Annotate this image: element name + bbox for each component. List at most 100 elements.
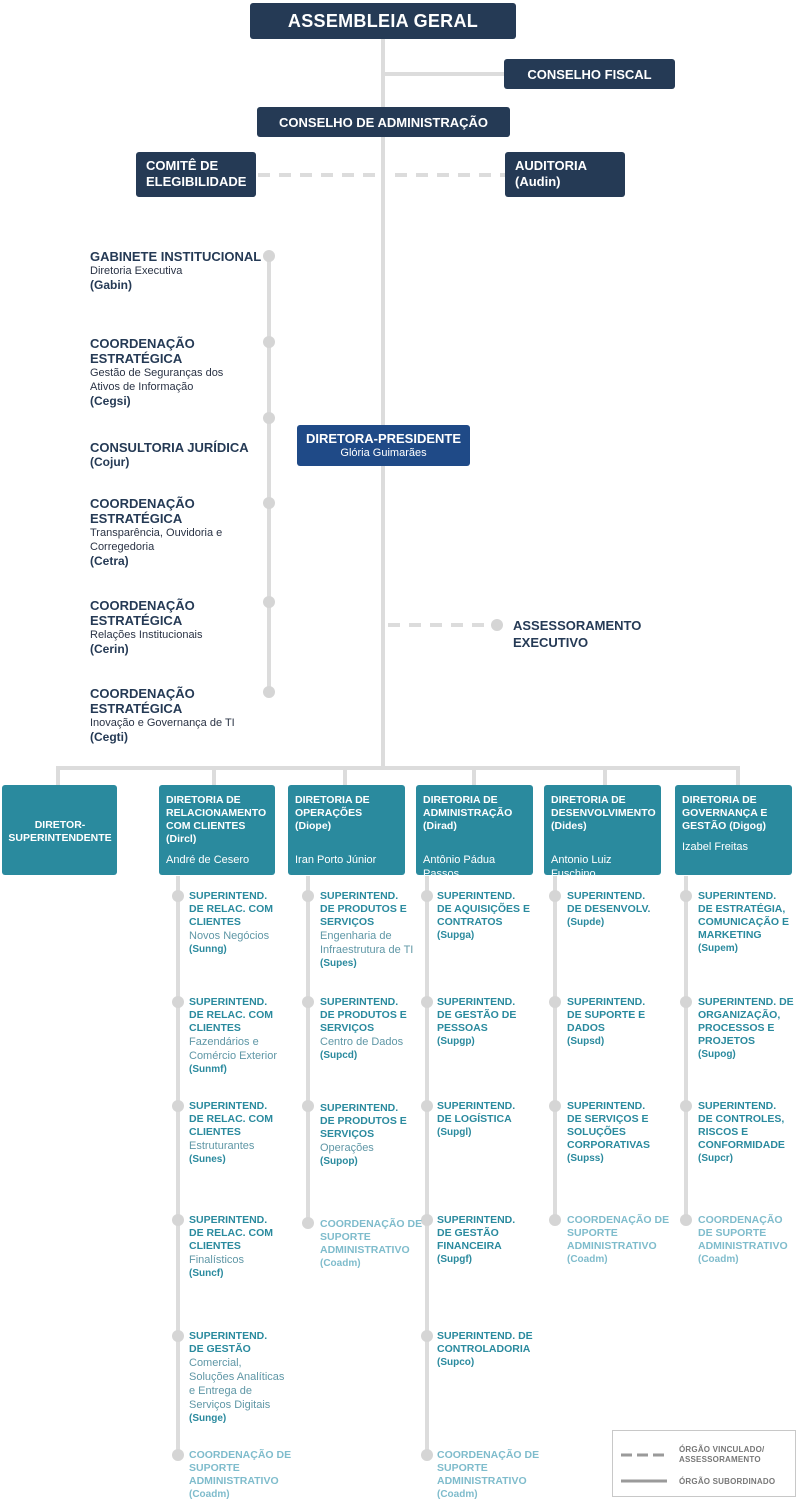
unit-title: COORDENAÇÃO ESTRATÉGICA bbox=[90, 496, 195, 526]
assembleia-geral-box[interactable]: ASSEMBLEIA GERAL bbox=[250, 3, 516, 39]
box-title: DIRETORIA DE OPERAÇÕES (Diope) bbox=[295, 794, 370, 832]
unit-acronym: (Gabin) bbox=[90, 278, 132, 292]
unit-acronym: (Sunng) bbox=[189, 944, 227, 955]
unit-subtitle: Transparência, Ouvidoria e Corregedoria bbox=[90, 527, 223, 553]
side-unit-cerin[interactable]: COORDENAÇÃO ESTRATÉGICA Relações Institu… bbox=[90, 598, 270, 657]
comite-elegibilidade-box[interactable]: COMITÊ DE ELEGIBILIDADE bbox=[136, 152, 256, 197]
directorate-dides[interactable]: DIRETORIA DE DESENVOLVIMENTO (Dides) Ant… bbox=[544, 785, 661, 880]
unit-supop[interactable]: SUPERINTEND. DE PRODUTOS E SERVIÇOS Oper… bbox=[320, 1102, 432, 1169]
unit-supco[interactable]: SUPERINTEND. DE CONTROLADORIA (Supco) bbox=[437, 1330, 549, 1370]
unit-title: COORDENAÇÃO ESTRATÉGICA bbox=[90, 598, 195, 628]
side-unit-cegti[interactable]: COORDENAÇÃO ESTRATÉGICA Inovação e Gover… bbox=[90, 686, 270, 745]
unit-supde[interactable]: SUPERINTEND. DE DESENVOLV. (Supde) bbox=[567, 890, 679, 930]
unit-supga[interactable]: SUPERINTEND. DE AQUISIÇÕES E CONTRATOS (… bbox=[437, 890, 549, 943]
legend-line-samples bbox=[621, 1453, 667, 1483]
legend-dashed-label: ÓRGÃO VINCULADO/ ASSESSORAMENTO bbox=[679, 1445, 765, 1464]
unit-subtitle: Centro de Dados bbox=[320, 1036, 404, 1048]
unit-subtitle: Novos Negócios bbox=[189, 930, 270, 942]
unit-supgl[interactable]: SUPERINTEND. DE LOGÍSTICA (Supgl) bbox=[437, 1100, 549, 1140]
unit-supes[interactable]: SUPERINTEND. DE PRODUTOS E SERVIÇOS Enge… bbox=[320, 890, 432, 971]
unit-acronym: (Supde) bbox=[567, 917, 605, 928]
assessoramento-executivo[interactable]: ASSESSORAMENTO EXECUTIVO bbox=[513, 618, 642, 650]
director-name: Iran Porto Júnior bbox=[295, 854, 377, 866]
unit-title: SUPERINTEND. DE PRODUTOS E SERVIÇOS bbox=[320, 1102, 407, 1140]
unit-acronym: (Coadm) bbox=[437, 1489, 478, 1500]
unit-title: SUPERINTEND. DE CONTROLES, RISCOS E CONF… bbox=[698, 1100, 785, 1151]
unit-supem[interactable]: SUPERINTEND. DE ESTRATÉGIA, COMUNICAÇÃO … bbox=[698, 890, 798, 956]
unit-acronym: (Supcr) bbox=[698, 1153, 733, 1164]
conselho-fiscal-box[interactable]: CONSELHO FISCAL bbox=[504, 59, 675, 89]
unit-acronym: (Sunmf) bbox=[189, 1064, 227, 1075]
unit-acronym: (Cegsi) bbox=[90, 394, 131, 408]
directorate-diope[interactable]: DIRETORIA DE OPERAÇÕES (Diope) Iran Port… bbox=[288, 785, 405, 875]
unit-coadm-dides[interactable]: COORDENAÇÃO DE SUPORTE ADMINISTRATIVO (C… bbox=[567, 1214, 679, 1267]
unit-title: SUPERINTEND. DE RELAC. COM CLIENTES bbox=[189, 1214, 273, 1252]
directorate-digog[interactable]: DIRETORIA DE GOVERNANÇA E GESTÃO (Digog)… bbox=[675, 785, 792, 875]
directorate-dirad[interactable]: DIRETORIA DE ADMINISTRAÇÃO (Dirad) Antôn… bbox=[416, 785, 533, 880]
unit-supgp[interactable]: SUPERINTEND. DE GESTÃO DE PESSOAS (Supgp… bbox=[437, 996, 549, 1049]
unit-acronym: (Supss) bbox=[567, 1153, 604, 1164]
side-unit-gabin[interactable]: GABINETE INSTITUCIONAL Diretoria Executi… bbox=[90, 249, 270, 293]
unit-sunes[interactable]: SUPERINTEND. DE RELAC. COM CLIENTES Estr… bbox=[189, 1100, 301, 1167]
president-title: DIRETORA-PRESIDENTE bbox=[305, 431, 462, 446]
unit-acronym: (Coadm) bbox=[567, 1254, 608, 1265]
unit-coadm-dirad[interactable]: COORDENAÇÃO DE SUPORTE ADMINISTRATIVO (C… bbox=[437, 1449, 549, 1502]
unit-coadm-digog[interactable]: COORDENAÇÃO DE SUPORTE ADMINISTRATIVO (C… bbox=[698, 1214, 798, 1267]
unit-sunge[interactable]: SUPERINTEND. DE GESTÃO Comercial, Soluçõ… bbox=[189, 1330, 301, 1426]
unit-supss[interactable]: SUPERINTEND. DE SERVIÇOS E SOLUÇÕES CORP… bbox=[567, 1100, 679, 1166]
unit-subtitle: Estruturantes bbox=[189, 1140, 255, 1152]
unit-acronym: (Supop) bbox=[320, 1156, 358, 1167]
unit-acronym: (Supem) bbox=[698, 943, 738, 954]
side-unit-cetra[interactable]: COORDENAÇÃO ESTRATÉGICA Transparência, O… bbox=[90, 496, 270, 569]
unit-sunng[interactable]: SUPERINTEND. DE RELAC. COM CLIENTES Novo… bbox=[189, 890, 301, 957]
box-title: DIRETORIA DE GOVERNANÇA E GESTÃO (Digog) bbox=[682, 794, 768, 832]
unit-acronym: (Sunge) bbox=[189, 1413, 227, 1424]
box-title: DIRETORIA DE RELACIONAMENTO COM CLIENTES… bbox=[166, 794, 267, 845]
diretora-presidente-box[interactable]: DIRETORA-PRESIDENTE Glória Guimarães bbox=[297, 425, 470, 466]
unit-title: COORDENAÇÃO ESTRATÉGICA bbox=[90, 336, 195, 366]
unit-title: SUPERINTEND. DE RELAC. COM CLIENTES bbox=[189, 890, 273, 928]
conselho-administracao-box[interactable]: CONSELHO DE ADMINISTRAÇÃO bbox=[257, 107, 510, 137]
unit-title: COORDENAÇÃO DE SUPORTE ADMINISTRATIVO bbox=[567, 1214, 670, 1252]
unit-title: SUPERINTEND. DE RELAC. COM CLIENTES bbox=[189, 1100, 273, 1138]
unit-acronym: (Cojur) bbox=[90, 455, 130, 469]
box-title: DIRETOR-SUPERINTENDENTE bbox=[8, 818, 112, 844]
unit-title: SUPERINTEND. DE ORGANIZAÇÃO, PROCESSOS E… bbox=[698, 996, 794, 1047]
unit-title: COORDENAÇÃO DE SUPORTE ADMINISTRATIVO bbox=[437, 1449, 540, 1487]
unit-acronym: (Cegti) bbox=[90, 730, 128, 744]
unit-coadm-diope[interactable]: COORDENAÇÃO DE SUPORTE ADMINISTRATIVO (C… bbox=[320, 1218, 432, 1271]
box-title: DIRETORIA DE DESENVOLVIMENTO (Dides) bbox=[551, 794, 656, 832]
unit-title: SUPERINTEND. DE SUPORTE E DADOS bbox=[567, 996, 646, 1034]
diretor-superintendente-box[interactable]: DIRETOR-SUPERINTENDENTE bbox=[2, 785, 117, 875]
unit-supsd[interactable]: SUPERINTEND. DE SUPORTE E DADOS (Supsd) bbox=[567, 996, 679, 1049]
side-unit-cojur[interactable]: CONSULTORIA JURÍDICA (Cojur) bbox=[90, 440, 270, 470]
unit-title: GABINETE INSTITUCIONAL bbox=[90, 249, 262, 264]
directorate-dircl[interactable]: DIRETORIA DE RELACIONAMENTO COM CLIENTES… bbox=[159, 785, 275, 875]
unit-supcr[interactable]: SUPERINTEND. DE CONTROLES, RISCOS E CONF… bbox=[698, 1100, 798, 1166]
unit-acronym: (Sunes) bbox=[189, 1154, 226, 1165]
unit-acronym: (Cerin) bbox=[90, 642, 129, 656]
director-name: Antônio Pádua Passos bbox=[423, 854, 496, 880]
director-name: Antonio Luiz Fuschino bbox=[551, 854, 612, 880]
side-unit-cegsi[interactable]: COORDENAÇÃO ESTRATÉGICA Gestão de Segura… bbox=[90, 336, 270, 409]
unit-supcd[interactable]: SUPERINTEND. DE PRODUTOS E SERVIÇOS Cent… bbox=[320, 996, 432, 1063]
unit-title: SUPERINTEND. DE ESTRATÉGIA, COMUNICAÇÃO … bbox=[698, 890, 789, 941]
unit-subtitle: Comercial, Soluções Analíticas e Entrega… bbox=[189, 1357, 285, 1411]
unit-sunmf[interactable]: SUPERINTEND. DE RELAC. COM CLIENTES Faze… bbox=[189, 996, 301, 1077]
unit-acronym: (Cetra) bbox=[90, 554, 129, 568]
unit-supgf[interactable]: SUPERINTEND. DE GESTÃO FINANCEIRA (Supgf… bbox=[437, 1214, 549, 1267]
unit-title: SUPERINTEND. DE RELAC. COM CLIENTES bbox=[189, 996, 273, 1034]
unit-subtitle: Inovação e Governança de TI bbox=[90, 717, 235, 729]
unit-subtitle: Fazendários e Comércio Exterior bbox=[189, 1036, 278, 1062]
unit-title: SUPERINTEND. DE GESTÃO DE PESSOAS bbox=[437, 996, 517, 1034]
unit-title: SUPERINTEND. DE PRODUTOS E SERVIÇOS bbox=[320, 996, 407, 1034]
unit-supog[interactable]: SUPERINTEND. DE ORGANIZAÇÃO, PROCESSOS E… bbox=[698, 996, 798, 1062]
unit-suncf[interactable]: SUPERINTEND. DE RELAC. COM CLIENTES Fina… bbox=[189, 1214, 301, 1281]
unit-title: SUPERINTEND. DE GESTÃO FINANCEIRA bbox=[437, 1214, 516, 1252]
unit-coadm-dircl[interactable]: COORDENAÇÃO DE SUPORTE ADMINISTRATIVO (C… bbox=[189, 1449, 301, 1502]
unit-title: COORDENAÇÃO ESTRATÉGICA bbox=[90, 686, 195, 716]
auditoria-box[interactable]: AUDITORIA (Audin) bbox=[505, 152, 625, 197]
legend: ÓRGÃO VINCULADO/ ASSESSORAMENTO ÓRGÃO SU… bbox=[612, 1430, 796, 1497]
unit-acronym: (Supes) bbox=[320, 958, 357, 969]
